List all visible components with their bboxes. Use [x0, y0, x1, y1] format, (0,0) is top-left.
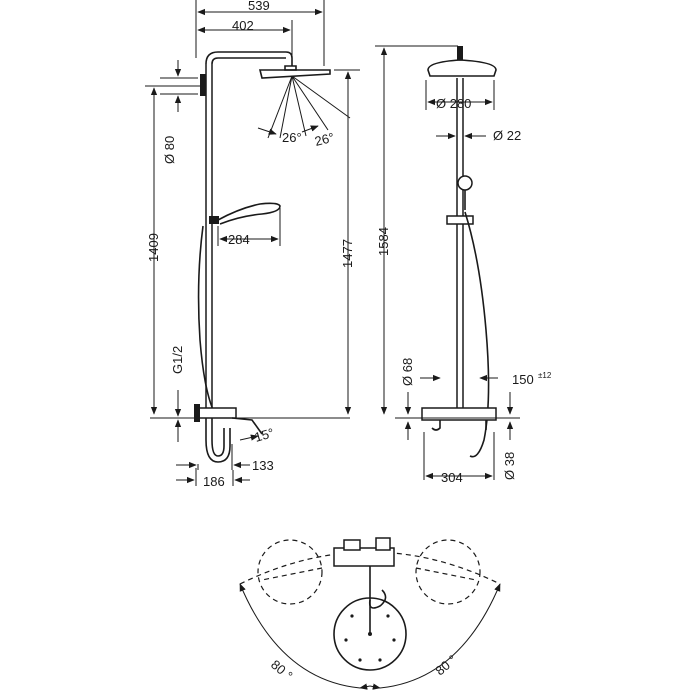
dim-1409: 1409	[146, 233, 161, 262]
front-shower-head	[427, 59, 497, 77]
front-mixer	[421, 407, 497, 421]
front-riser	[456, 78, 464, 412]
wall-bracket-top	[200, 74, 206, 96]
spray-lines	[267, 75, 351, 139]
dim-diameter-22: Ø 22	[493, 128, 521, 143]
spout-angled	[231, 417, 263, 435]
tub-spout-circle	[333, 597, 407, 671]
dim-diameter-280: Ø 280	[436, 96, 471, 111]
dim-402: 402	[232, 18, 254, 33]
spout	[205, 418, 231, 463]
top-mixer	[333, 547, 395, 567]
top-view	[239, 537, 501, 690]
dim-1477: 1477	[340, 239, 355, 268]
angle-80-right: 80 °	[432, 652, 459, 678]
dim-304: 304	[441, 470, 463, 485]
left-position	[257, 539, 323, 605]
right-position	[415, 539, 481, 605]
hand-shower-holder	[209, 216, 219, 224]
dim-284: 284	[228, 232, 250, 247]
dim-angle-26b: 26°	[313, 130, 336, 149]
dim-diameter-68: Ø 68	[400, 358, 415, 386]
side-view	[145, 0, 360, 486]
front-view	[375, 45, 520, 480]
dim-186: 186	[203, 474, 225, 489]
thermostat-mixer	[195, 407, 237, 419]
angle-80-left: 80 °	[268, 657, 295, 683]
right-rotation-arc	[379, 583, 501, 689]
dim-133: 133	[252, 458, 274, 473]
left-rotation-arc	[239, 583, 361, 689]
overhead-shower-head	[258, 69, 331, 79]
dim-angle-26a: 26°	[282, 130, 302, 145]
dim-angle-15: 15°	[253, 425, 276, 445]
dim-150: 150	[512, 372, 534, 387]
dim-diameter-80: Ø 80	[162, 136, 177, 164]
dim-539: 539	[248, 0, 270, 13]
dim-150-tolerance: ±12	[538, 371, 552, 380]
hose	[197, 225, 215, 413]
front-holder	[446, 215, 474, 225]
dim-1584: 1584	[376, 227, 391, 256]
dim-diameter-38: Ø 38	[502, 452, 517, 480]
dim-g12: G1/2	[170, 346, 185, 374]
riser-pipe	[205, 64, 213, 414]
front-hand-shower	[457, 175, 473, 191]
hand-shower-head	[217, 202, 281, 225]
shower-arm	[205, 51, 293, 66]
front-hose	[464, 211, 490, 458]
